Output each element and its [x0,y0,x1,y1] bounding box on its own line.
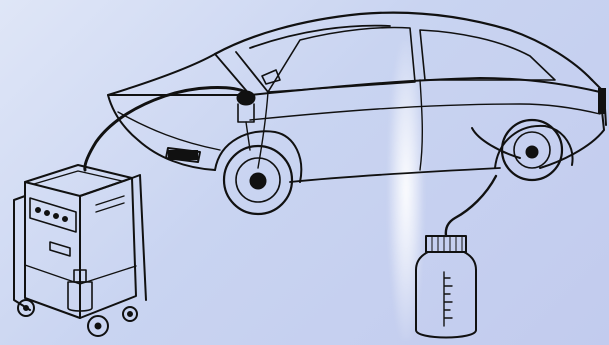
car-door-line-1 [258,92,268,168]
car-beltline [250,104,600,120]
machine-side-slot [96,196,124,212]
machine-top [25,165,132,196]
car-grille-line [118,112,220,150]
bleeding-machine [14,165,146,336]
rear-wheel-hub [526,146,538,158]
control-knob-2 [45,211,50,216]
control-knob-1 [36,208,41,213]
car-roof-outline [215,13,592,80]
control-knob-4 [63,217,68,222]
car-door-line-2 [420,80,422,170]
reservoir-line-to-wheel [246,122,250,150]
bottle-scale [444,272,452,326]
machine-wheel-left-hub [24,306,29,311]
bleed-hose-to-bottle [446,176,496,236]
car-rear-wheel [495,120,573,180]
car-side-body [250,78,604,168]
machine-side [80,178,136,318]
brake-reservoir [237,91,255,150]
car-front-wheel [215,131,301,214]
bottle-body [416,270,476,338]
bottle-cap-ridges [432,236,462,252]
car-rocker [290,168,500,182]
car [108,13,606,214]
machine-drawer-handle [50,242,70,256]
bleed-hose-rear [472,128,520,158]
machine-wheel-front-hub [95,323,101,329]
car-headlight-fill [168,150,198,160]
machine-wheel-right-hub [128,312,133,317]
hoses [85,87,520,236]
front-wheel-hub [250,173,266,189]
car-rear-window [420,30,555,80]
control-knob-3 [54,214,59,219]
machine-control-panel [30,198,76,232]
car-taillight [598,88,606,114]
collection-bottle [416,236,476,338]
bottle-shoulder [416,252,476,270]
